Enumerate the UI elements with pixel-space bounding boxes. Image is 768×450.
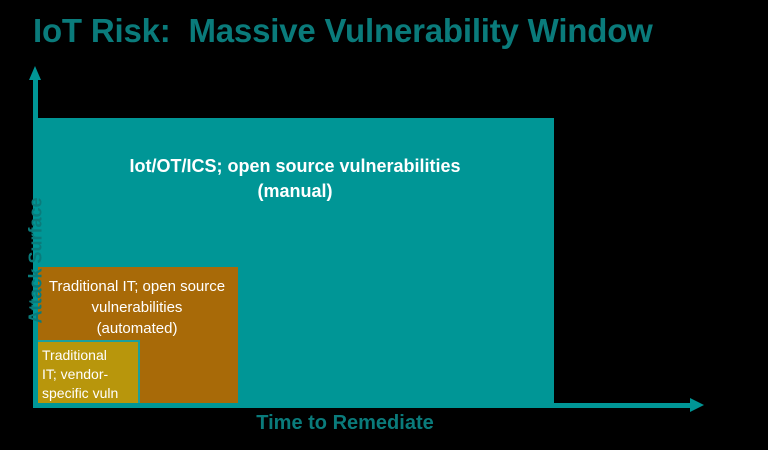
page-title: IoT Risk: Massive Vulnerability Window [33,12,653,49]
chart-block-traditional-vendor[interactable]: Traditional IT; vendor- specific vuln [36,340,140,405]
x-axis-arrow-icon [690,398,704,412]
y-axis-arrow-icon [29,66,41,80]
chart-block-traditional-open-source-label: Traditional IT; open source vulnerabilit… [48,278,226,337]
chart-block-traditional-vendor-label: Traditional IT; vendor- specific vuln [42,347,119,401]
x-axis-line [33,403,693,408]
x-axis-label: Time to Remediate [256,412,434,434]
y-axis-line [33,78,38,408]
chart-block-iot-ot-ics-label: Iot/OT/ICS; open source vulnerabilities … [129,156,461,201]
y-axis-label: Attack Surface [25,197,46,324]
